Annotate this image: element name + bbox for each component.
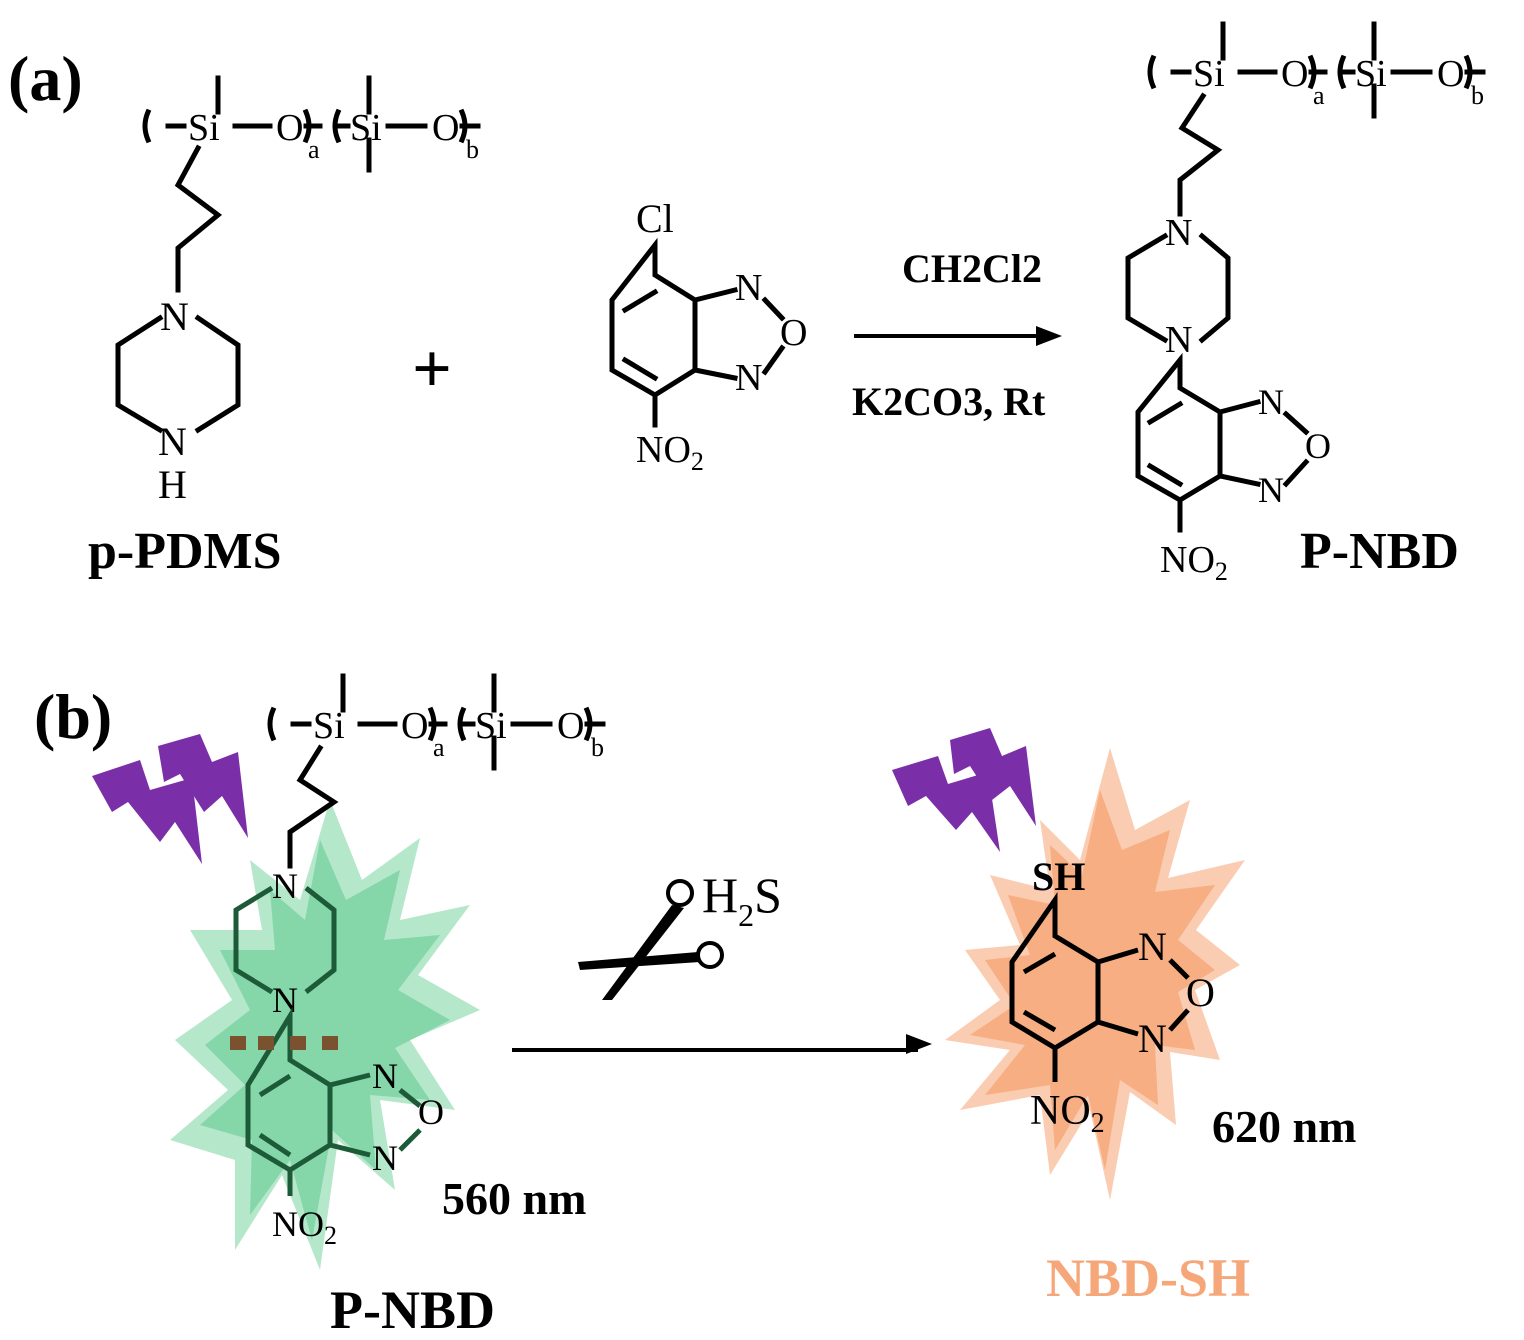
p-pdms-label: p-PDMS — [88, 523, 282, 580]
panel-a-label: (a) — [8, 43, 83, 114]
p-nbd-label-a: P-NBD — [1300, 523, 1459, 580]
p-nbd-structure-b: N N N O N NO2 — [233, 676, 604, 1250]
sh-substituent: SH — [1032, 854, 1085, 899]
o-atom: O — [1186, 970, 1215, 1015]
n-atom: N — [1165, 319, 1192, 361]
panel-b: (b) N N N O N NO2 — [34, 676, 1356, 1340]
p-nbd-product-structure: N N N O N NO2 — [1125, 24, 1484, 586]
panel-b-label: (b) — [34, 681, 112, 752]
n-atom: N — [372, 1138, 398, 1178]
nbd-sh-structure: SH N O N NO2 — [1009, 854, 1215, 1139]
n-atom: N — [1138, 1016, 1167, 1061]
h2s-reagent: H2S — [702, 867, 782, 933]
nbd-sh-label: NBD-SH — [1046, 1248, 1250, 1308]
n-atom: N — [1138, 924, 1167, 969]
green-fluorescence-glow — [170, 800, 480, 1270]
orange-fluorescence-glow — [945, 748, 1245, 1200]
no2-substituent: NO2 — [1030, 1088, 1105, 1139]
n-atom: N — [1258, 382, 1284, 422]
n-atom: N — [372, 1056, 398, 1096]
plus-sign: + — [412, 331, 452, 408]
emission-620: 620 nm — [1212, 1101, 1356, 1152]
n-atom: N — [158, 419, 187, 464]
no2-substituent: NO2 — [272, 1204, 337, 1250]
n-atom: N — [272, 866, 298, 906]
o-atom: O — [1305, 426, 1331, 466]
no2-substituent: NO2 — [1160, 539, 1228, 586]
o-atom: O — [418, 1092, 444, 1132]
emission-560: 560 nm — [442, 1173, 586, 1224]
condition-base: K2CO3, Rt — [852, 379, 1046, 424]
n-atom: N — [1258, 470, 1284, 510]
cl-substituent: Cl — [636, 196, 674, 241]
no2-substituent: NO2 — [636, 429, 704, 476]
panel-a: (a) N N H p-PDMS + Cl N O N NO2 CH2Cl2 — [8, 24, 1484, 586]
h-atom: H — [158, 462, 187, 507]
excitation-light-icon — [92, 734, 248, 864]
n-atom: N — [735, 267, 762, 309]
nbd-cl-structure: Cl N O N NO2 — [609, 196, 807, 476]
n-atom: N — [735, 357, 762, 399]
p-nbd-label-b: P-NBD — [330, 1280, 495, 1340]
n-atom: N — [160, 294, 189, 339]
arrow-head — [1036, 326, 1062, 346]
excitation-light-icon — [892, 728, 1036, 852]
condition-solvent: CH2Cl2 — [902, 246, 1042, 291]
scissors-icon — [578, 879, 724, 1000]
n-atom: N — [1165, 212, 1192, 254]
p-pdms-structure: N N H — [115, 78, 479, 507]
cleavage-mark — [230, 1036, 338, 1050]
n-atom: N — [272, 980, 298, 1020]
arrow-head — [906, 1034, 932, 1054]
